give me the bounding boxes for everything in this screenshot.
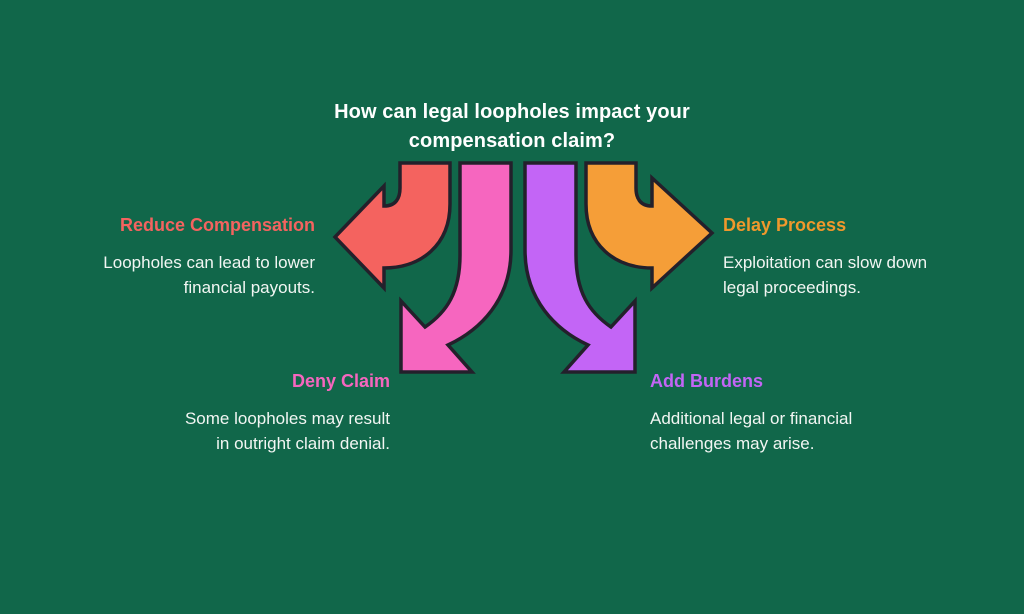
block-deny-claim: Deny Claim Some loopholes may result in … xyxy=(95,370,390,457)
body-line: Additional legal or financial xyxy=(650,408,853,428)
body-line: Exploitation can slow down xyxy=(723,252,928,272)
arrow-add-burdens xyxy=(523,161,637,374)
block-reduce-compensation: Reduce Compensation Loopholes can lead t… xyxy=(20,214,315,301)
body-delay-process: Exploitation can slow down legal proceed… xyxy=(723,250,1013,302)
heading-reduce-compensation: Reduce Compensation xyxy=(119,215,315,235)
heading-delay-process: Delay Process xyxy=(723,215,847,235)
body-line: Some loopholes may result xyxy=(184,408,390,428)
heading-add-burdens: Add Burdens xyxy=(650,371,764,391)
body-add-burdens: Additional legal or financial challenges… xyxy=(650,406,950,458)
body-reduce-compensation: Loopholes can lead to lower financial pa… xyxy=(20,250,315,302)
block-delay-process: Delay Process Exploitation can slow down… xyxy=(723,214,1013,301)
heading-deny-claim: Deny Claim xyxy=(291,371,390,391)
block-add-burdens: Add Burdens Additional legal or financia… xyxy=(650,370,950,457)
body-line: financial payouts. xyxy=(183,278,315,298)
arrow-deny-claim xyxy=(399,161,513,374)
body-line: legal proceedings. xyxy=(723,278,861,298)
page-title: How can legal loopholes impact your comp… xyxy=(334,101,690,152)
body-deny-claim: Some loopholes may result in outright cl… xyxy=(95,406,390,458)
body-line: Loopholes can lead to lower xyxy=(103,252,315,272)
body-line: challenges may arise. xyxy=(650,434,815,454)
arrow-reduce-compensation xyxy=(332,161,452,293)
body-line: in outright claim denial. xyxy=(216,434,390,454)
arrow-delay-process xyxy=(584,161,715,292)
